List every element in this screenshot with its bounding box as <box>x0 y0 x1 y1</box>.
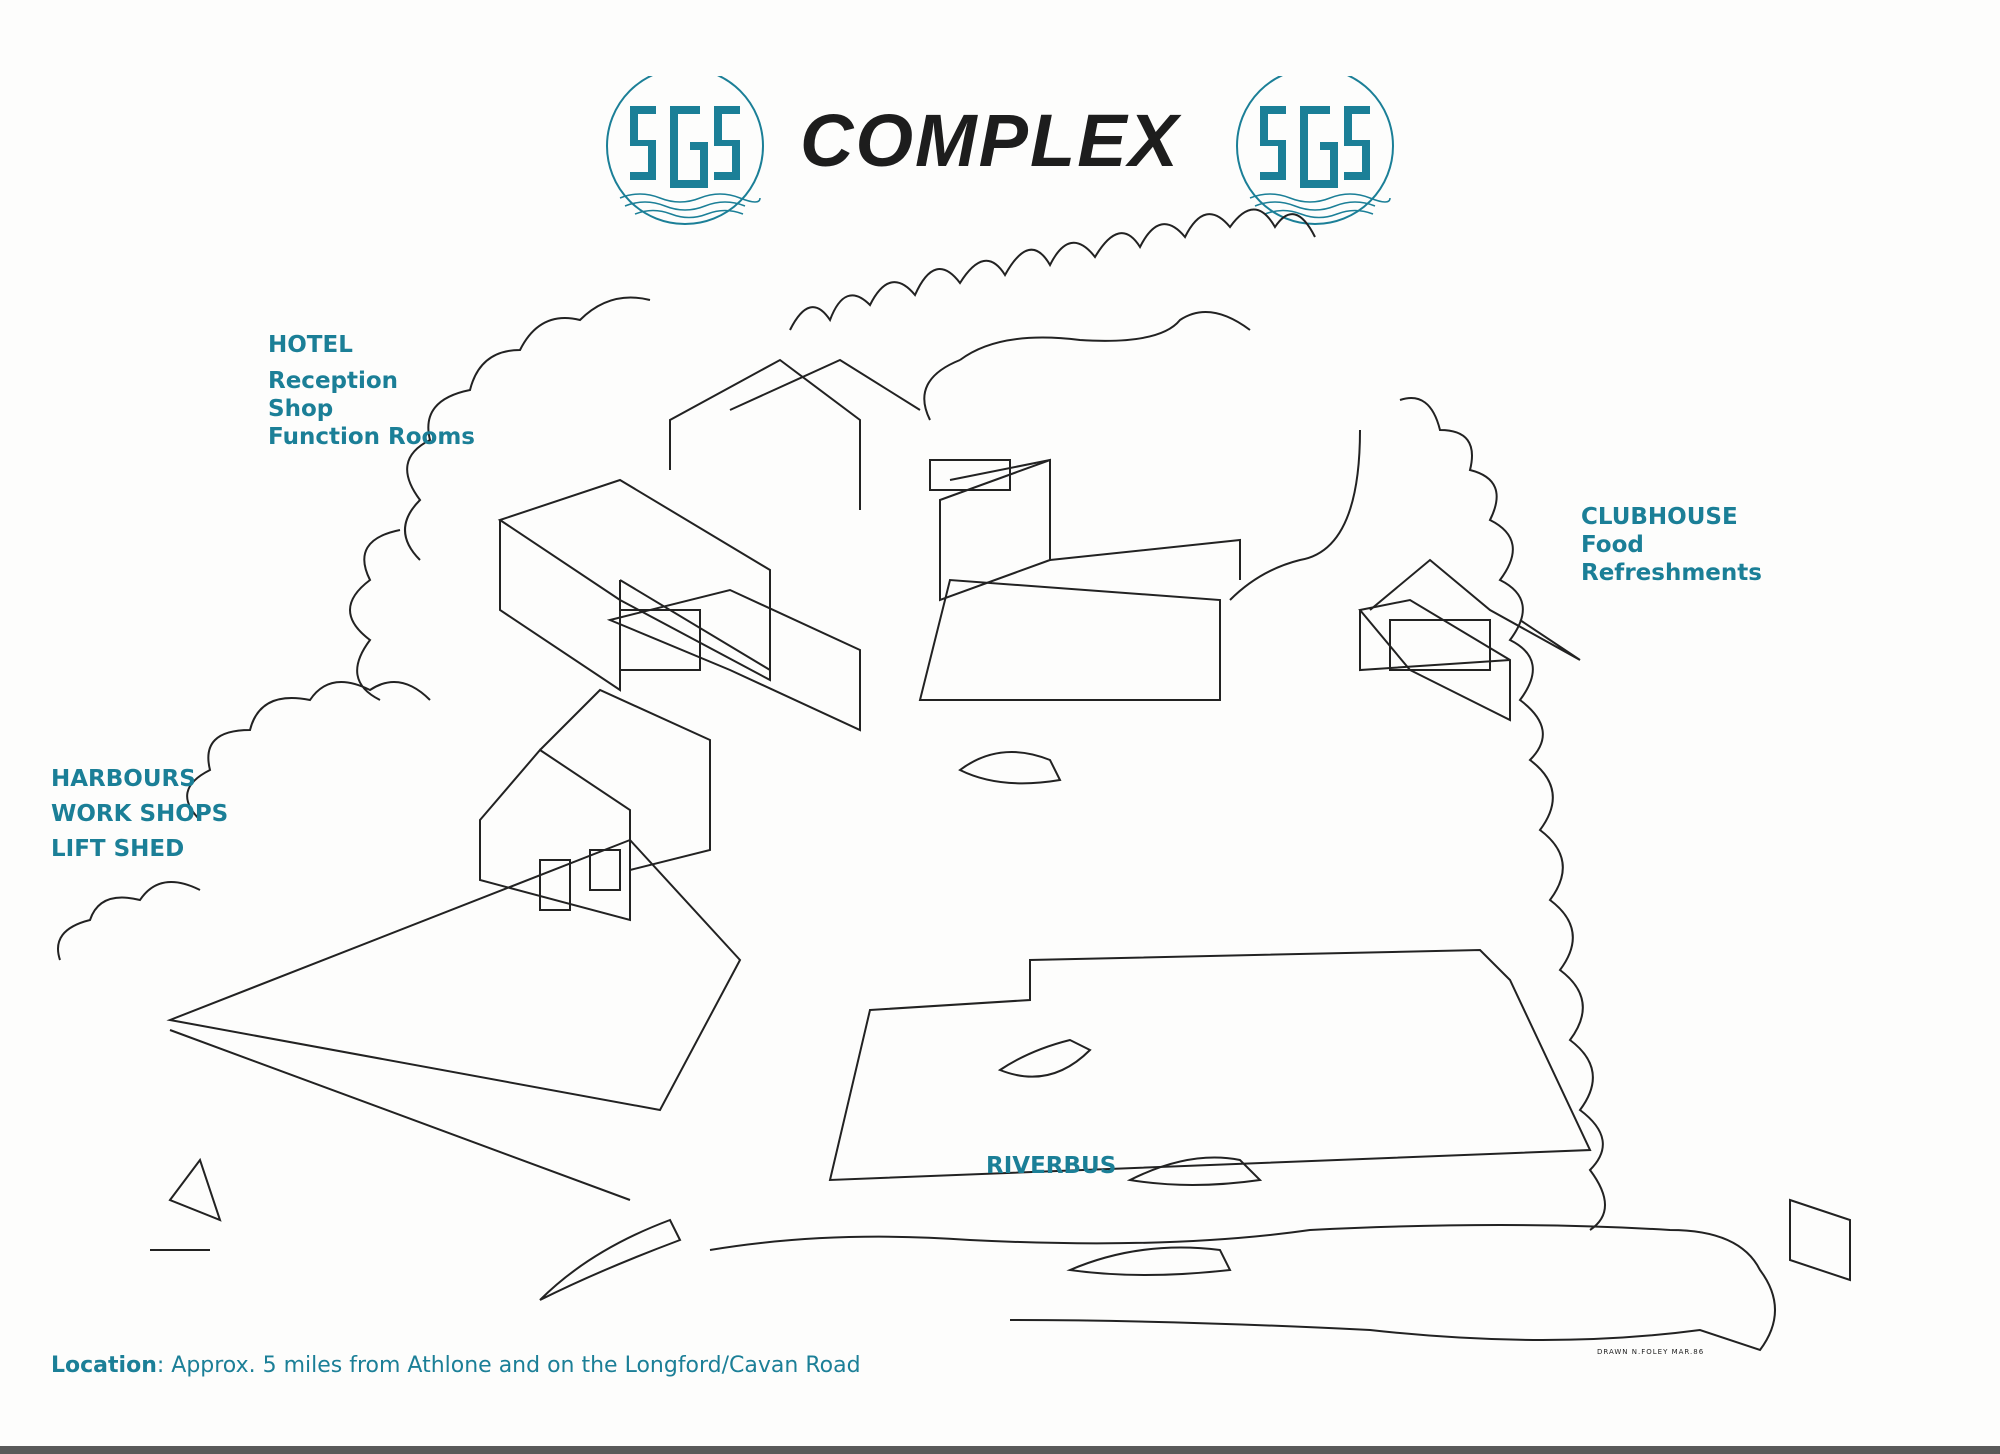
location-label: Location <box>51 1353 157 1378</box>
tree-line-top <box>789 208 1316 331</box>
hotel-building <box>497 358 921 732</box>
clubhouse-label-line: Refreshments <box>1581 560 1762 586</box>
boat <box>1066 1246 1232 1276</box>
clubhouse-label-title: CLUBHOUSE <box>1581 504 1738 530</box>
hotel-label-title: HOTEL <box>268 332 353 358</box>
boat <box>958 751 1062 785</box>
car-park <box>918 458 1221 701</box>
marina-basin <box>828 948 1592 1182</box>
page-title: COMPLEX <box>800 99 1180 182</box>
riverbus-label: RIVERBUS <box>986 1153 1117 1179</box>
boat <box>997 1038 1092 1078</box>
artist-credit: DRAWN N.FOLEY MAR.86 <box>1597 1348 1705 1356</box>
bus <box>929 459 1011 491</box>
clubhouse-label-line: Food <box>1581 532 1644 558</box>
clubhouse-label: CLUBHOUSE Food Refreshments <box>1581 503 1762 587</box>
hotel-label: HOTEL Reception Shop Function Rooms <box>268 331 475 451</box>
sgs-logo-right <box>1236 76 1394 225</box>
location-footer: Location: Approx. 5 miles from Athlone a… <box>51 1353 861 1378</box>
boat <box>539 1218 682 1301</box>
boat <box>1126 1156 1263 1186</box>
access-road <box>923 311 1361 601</box>
harbours-label-line: LIFT SHED <box>51 836 185 862</box>
hotel-label-line: Function Rooms <box>268 424 475 450</box>
tree-line-left <box>57 296 651 961</box>
sgs-logo-left <box>606 76 764 225</box>
bus <box>1789 1198 1851 1282</box>
harbours-label-line: WORK SHOPS <box>51 801 229 827</box>
hotel-label-line: Reception <box>268 368 399 394</box>
harbours-label: HARBOURS WORK SHOPS LIFT SHED <box>51 762 228 867</box>
harbour-basin-left <box>166 838 742 1201</box>
tree-line-right <box>1399 397 1606 1231</box>
page-edge <box>0 1446 2000 1454</box>
sailboard <box>150 1157 222 1251</box>
harbours-label-line: HARBOURS <box>51 766 196 792</box>
clubhouse-building <box>1358 558 1581 722</box>
riverbank <box>709 1224 1776 1352</box>
hotel-label-line: Shop <box>268 396 334 422</box>
location-text: : Approx. 5 miles from Athlone and on th… <box>156 1353 861 1378</box>
